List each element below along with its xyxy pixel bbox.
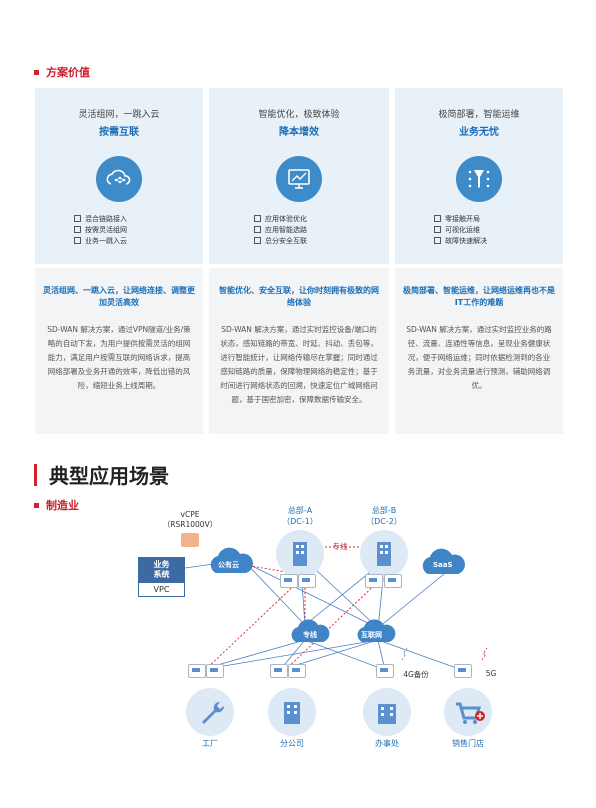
biz-system-label: 业务 系统: [153, 560, 170, 579]
checkbox-icon: [434, 214, 441, 222]
router-icon: [288, 664, 306, 678]
value-card-1-detail: 灵活组网、一跳入云，让网络连接、调整更加灵活高效 SD-WAN 解决方案，通过V…: [35, 268, 203, 434]
feature-item: 可视化运维: [434, 225, 524, 236]
card-subtitle: 智能优化，极致体验: [258, 110, 340, 120]
card-subtitle: 极简部署，智能运维: [438, 110, 520, 120]
site-label-factory: 工厂: [202, 739, 218, 748]
card-subtitle: 灵活组网，一跳入云: [78, 110, 160, 120]
card-body: SD-WAN 解决方案，通过实时监控业务的路径、流量、连通性等信息，呈现业务健康…: [406, 325, 552, 390]
feature-item: 零接触开局: [434, 214, 524, 225]
saas-cloud-icon: [422, 548, 465, 574]
checkbox-icon: [254, 225, 261, 233]
router-icon: [376, 664, 394, 678]
feature-list: 混合链路接入 按需灵活组网 业务一跳入云: [74, 214, 164, 247]
value-section-title: 方案价值: [46, 66, 90, 79]
internet-label: 互联网: [361, 631, 382, 639]
router-icon: [384, 574, 402, 588]
vcpe-model-label: （RSR1000V）: [162, 520, 218, 529]
shopping-cart-icon: [444, 688, 492, 736]
feature-item: 故障快速解决: [434, 236, 524, 247]
router-icon: [365, 574, 383, 588]
link-5g-label: 5G: [485, 669, 497, 678]
feature-list: 应用体验优化 应用智能选路 总分安全互联: [254, 214, 344, 247]
value-card-3-detail: 极简部署、智能运维，让网络运维再也不是IT工作的难题 SD-WAN 解决方案，通…: [395, 268, 563, 434]
branch-office-building-icon: [268, 688, 316, 736]
feature-item: 按需灵活组网: [74, 225, 164, 236]
site-label-store: 销售门店: [452, 739, 484, 748]
checkbox-icon: [74, 225, 81, 233]
checkbox-icon: [74, 214, 81, 222]
site-label-office: 办事处: [375, 739, 399, 748]
checkbox-icon: [434, 236, 441, 244]
hq-a-label: 总部-A: [287, 506, 313, 515]
industry-header: 制造业: [34, 497, 79, 513]
saas-label: SaaS: [433, 561, 453, 569]
hq-a-building-icon: [276, 530, 324, 578]
card-title: 按需互联: [99, 127, 139, 138]
value-card-1: 灵活组网，一跳入云 按需互联 混合链路接入 按需灵活组网 业务一跳入云: [35, 88, 203, 264]
dedicated-line-cloud-icon: [291, 619, 330, 642]
card-heading: 极简部署、智能运维，让网络运维再也不是IT工作的难题: [403, 286, 555, 307]
scenarios-title: 典型应用场景: [49, 464, 169, 488]
checkbox-icon: [74, 236, 81, 244]
scenarios-header: 典型应用场景: [34, 460, 169, 489]
public-cloud-label: 公有云: [218, 561, 239, 569]
card-body: SD-WAN 解决方案，通过实时监控设备/端口的状态，感知链路的带宽、时延、抖动…: [220, 325, 378, 404]
router-icon: [206, 664, 224, 678]
card-heading: 智能优化、安全互联，让你时刻拥有极致的网络体验: [219, 286, 379, 307]
vcpe-label: vCPE: [180, 510, 200, 519]
checkbox-icon: [254, 236, 261, 244]
hq-a-dc-label: （DC-1）: [282, 517, 318, 526]
card-body: SD-WAN 解决方案，通过VPN隧道/业务/策略的自动下发，为用户提供按需灵活…: [47, 325, 191, 390]
router-icon: [270, 664, 288, 678]
accent-bar: [34, 463, 37, 486]
router-icon: [188, 664, 206, 678]
value-card-3: 极简部署，智能运维 业务无忧 零接触开局 可视化运维 故障快速解决: [395, 88, 563, 264]
backup-4g-label: 4G备份: [403, 670, 429, 679]
value-card-2: 智能优化，极致体验 降本增效 应用体验优化 应用智能选路 总分安全互联: [209, 88, 389, 264]
checkbox-icon: [434, 225, 441, 233]
industry-title: 制造业: [46, 499, 79, 512]
feature-item: 应用体验优化: [254, 214, 344, 225]
monitor-optimize-icon: [276, 156, 322, 202]
card-title: 降本增效: [279, 127, 319, 138]
office-building-icon: [363, 688, 411, 736]
feature-item: 业务一跳入云: [74, 236, 164, 247]
vcpe-device-icon: [181, 533, 199, 547]
hq-b-building-icon: [360, 530, 408, 578]
site-label-branch: 分公司: [280, 739, 304, 748]
funnel-ops-icon: [456, 156, 502, 202]
cloud-network-icon: [96, 156, 142, 202]
card-heading: 灵活组网、一跳入云，让网络连接、调整更加灵活高效: [43, 286, 195, 307]
router-icon: [280, 574, 298, 588]
factory-wrench-icon: [186, 688, 234, 736]
bullet-square-icon: [34, 502, 39, 508]
internet-cloud-icon: [357, 619, 396, 642]
router-icon: [454, 664, 472, 678]
checkbox-icon: [254, 214, 261, 222]
value-section-header: 方案价值: [34, 64, 90, 80]
feature-item: 应用智能选路: [254, 225, 344, 236]
hq-b-label: 总部-B: [371, 506, 397, 515]
dedicated-line-label: 专线: [303, 631, 317, 639]
dedicated-top-label: 专线: [332, 542, 348, 551]
vpc-label: VPC: [138, 582, 185, 597]
feature-item: 混合链路接入: [74, 214, 164, 225]
public-cloud-icon: [210, 547, 253, 573]
card-title: 业务无忧: [459, 127, 499, 138]
feature-list: 零接触开局 可视化运维 故障快速解决: [434, 214, 524, 247]
feature-item: 总分安全互联: [254, 236, 344, 247]
hq-b-dc-label: （DC-2）: [366, 517, 402, 526]
bullet-square-icon: [34, 69, 39, 75]
value-card-2-detail: 智能优化、安全互联，让你时刻拥有极致的网络体验 SD-WAN 解决方案，通过实时…: [209, 268, 389, 434]
router-icon: [298, 574, 316, 588]
vpc-box: 业务 系统 VPC: [138, 557, 185, 597]
